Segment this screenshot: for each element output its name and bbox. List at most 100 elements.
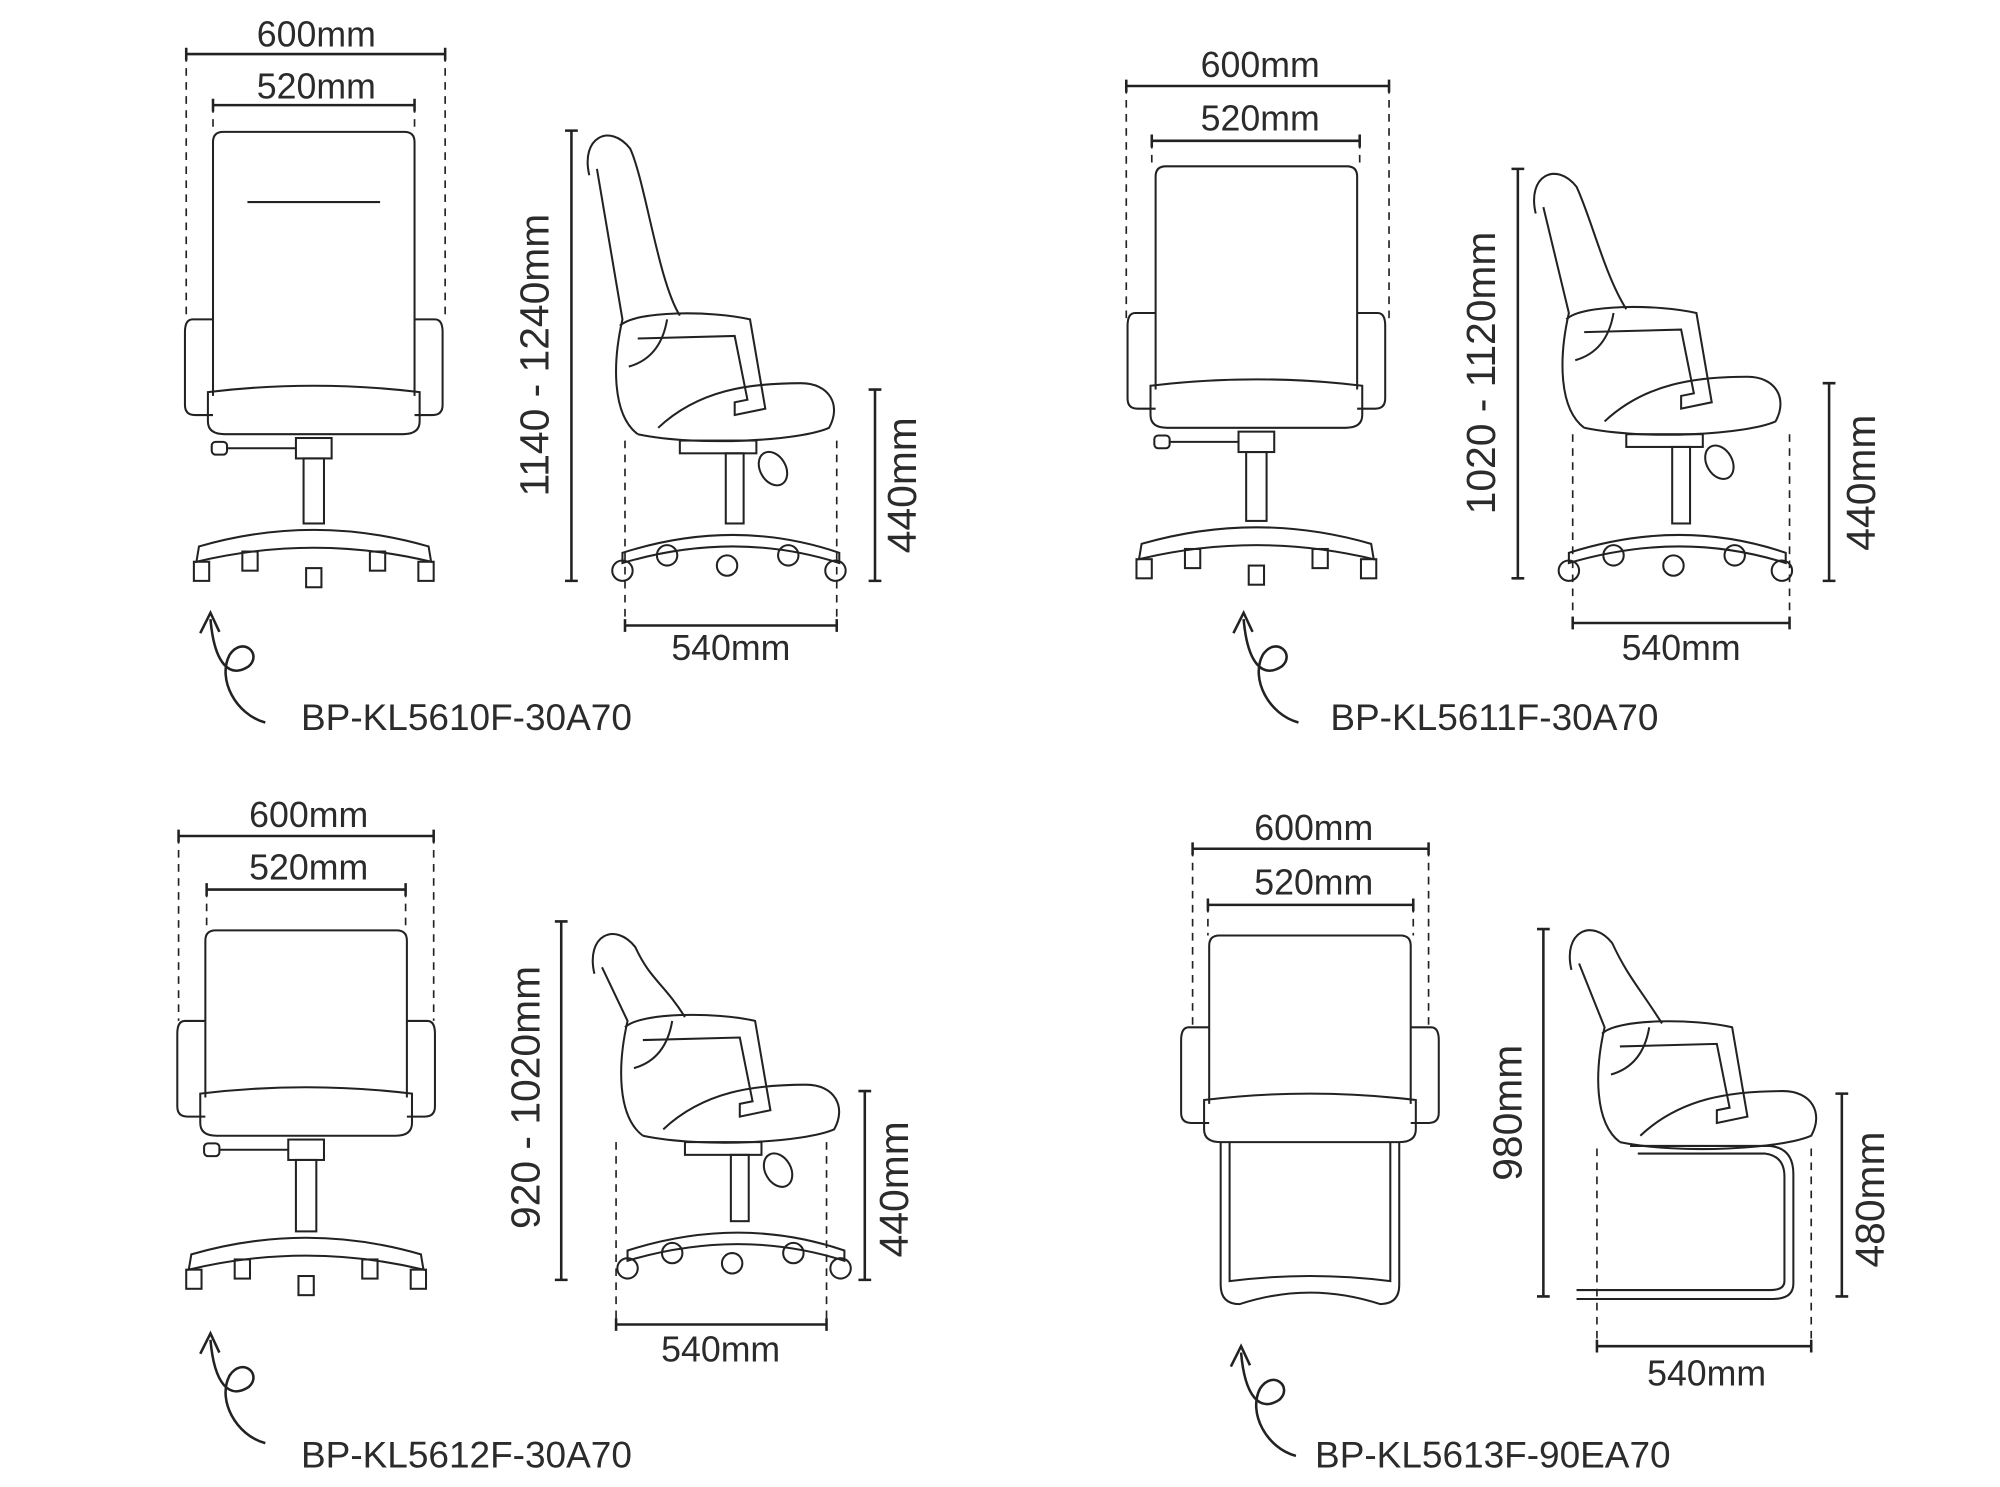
seat-height-label: 440mm	[879, 417, 925, 553]
dimension-line	[614, 1318, 828, 1331]
star-base	[1137, 526, 1375, 561]
mechanism	[1237, 430, 1276, 454]
caster	[1359, 558, 1378, 580]
gas-column	[302, 457, 325, 525]
caster	[233, 1258, 252, 1280]
overall-width-label: 600mm	[257, 14, 376, 54]
caster	[1183, 547, 1202, 570]
dimension-line	[1511, 167, 1525, 580]
dimension-line	[565, 129, 578, 583]
caster	[1247, 564, 1266, 586]
mechanism	[683, 1141, 763, 1156]
caster	[782, 1241, 805, 1265]
caster	[829, 1257, 852, 1280]
armrest	[619, 312, 767, 417]
caster	[185, 1268, 203, 1290]
armrest	[176, 1019, 206, 1118]
caster	[241, 550, 259, 572]
front-view-chair	[1180, 934, 1440, 1306]
dimension-line	[554, 920, 568, 1282]
chair-drawings	[176, 47, 1849, 1458]
dimension-line	[1595, 1339, 1813, 1353]
caster	[611, 559, 634, 582]
dimension-line	[868, 388, 882, 583]
curly-arrow-icon	[209, 619, 266, 724]
arrowhead-icon	[199, 1330, 221, 1355]
height-label: 920 - 1020mm	[503, 966, 549, 1229]
sled-frame	[1228, 1142, 1392, 1283]
seat-height-label: 440mm	[871, 1121, 917, 1257]
caster	[715, 554, 739, 577]
sled-frame	[1219, 1142, 1401, 1306]
depth-label: 540mm	[661, 1329, 780, 1369]
seat	[637, 382, 835, 443]
caster	[616, 1257, 639, 1280]
caster	[409, 1268, 428, 1290]
seat-height-label: 480mm	[1847, 1131, 1893, 1267]
caster	[1557, 559, 1581, 582]
star-base	[195, 528, 433, 564]
backrest	[1578, 963, 1621, 1143]
product-4: 600mm 520mm 980mm 480mm 540mm BP-KL5613F…	[1254, 808, 1893, 1476]
mechanism	[678, 439, 758, 455]
arrowhead-icon	[199, 609, 221, 634]
depth-label: 540mm	[1647, 1354, 1766, 1394]
side-view-chair	[1533, 172, 1794, 582]
dimension-line	[1536, 927, 1550, 1298]
star-base	[187, 1236, 425, 1271]
model-number: BP-KL5613F-90EA70	[1315, 1434, 1671, 1475]
product-2-drawing	[1125, 79, 1836, 724]
cushion-seam	[1574, 312, 1615, 362]
gas-column	[1245, 451, 1268, 522]
overall-width-label: 600mm	[1254, 808, 1373, 848]
cushion-seam	[1610, 1027, 1651, 1076]
seat	[1583, 375, 1782, 436]
seat	[1203, 1092, 1417, 1144]
caster	[720, 1252, 744, 1275]
backrest	[1542, 206, 1585, 429]
curly-arrow-icon	[1242, 619, 1299, 724]
product-2: 600mm 520mm 1020 - 1120mm 440mm 540mm BP…	[1201, 45, 1884, 738]
armrest	[1565, 305, 1713, 410]
backrest	[601, 966, 644, 1137]
caster	[655, 544, 679, 567]
tension-knob	[762, 1152, 794, 1188]
armrest	[1180, 1026, 1210, 1124]
caster	[305, 567, 323, 589]
tension-knob	[757, 450, 789, 487]
seat-height-label: 440mm	[1838, 415, 1884, 551]
arrowhead-icon	[1232, 609, 1254, 634]
mechanism	[294, 436, 333, 460]
sled-frame	[1576, 1144, 1795, 1301]
caster	[417, 560, 435, 582]
armrest	[406, 1019, 436, 1118]
dimension-line	[1835, 1092, 1849, 1298]
caster	[361, 1258, 379, 1280]
lever-knob	[203, 1142, 221, 1158]
arrowhead-icon	[1229, 1343, 1252, 1368]
lever-knob	[210, 440, 229, 456]
seat	[642, 1083, 841, 1144]
seat	[199, 1086, 414, 1137]
armrest	[1126, 311, 1156, 410]
caster	[1662, 554, 1685, 577]
mechanism	[1625, 433, 1704, 448]
gas-column	[294, 1158, 318, 1233]
caster	[824, 559, 847, 582]
model-number: BP-KL5611F-30A70	[1330, 697, 1658, 738]
backrest	[1568, 929, 1663, 1025]
caster	[297, 1275, 315, 1297]
caster	[660, 1241, 684, 1265]
product-3: 600mm 520mm 920 - 1020mm 440mm 540mm BP-…	[249, 795, 917, 1475]
gas-column	[729, 1153, 750, 1223]
armrest	[183, 318, 214, 417]
height-label: 980mm	[1485, 1045, 1531, 1181]
product-1-drawing	[183, 47, 882, 724]
side-view-chair	[1568, 929, 1818, 1301]
backrest	[591, 933, 686, 1018]
star-base	[621, 534, 841, 565]
armrest	[624, 1013, 772, 1118]
armrest	[1410, 1026, 1440, 1124]
side-view-chair	[586, 134, 847, 582]
